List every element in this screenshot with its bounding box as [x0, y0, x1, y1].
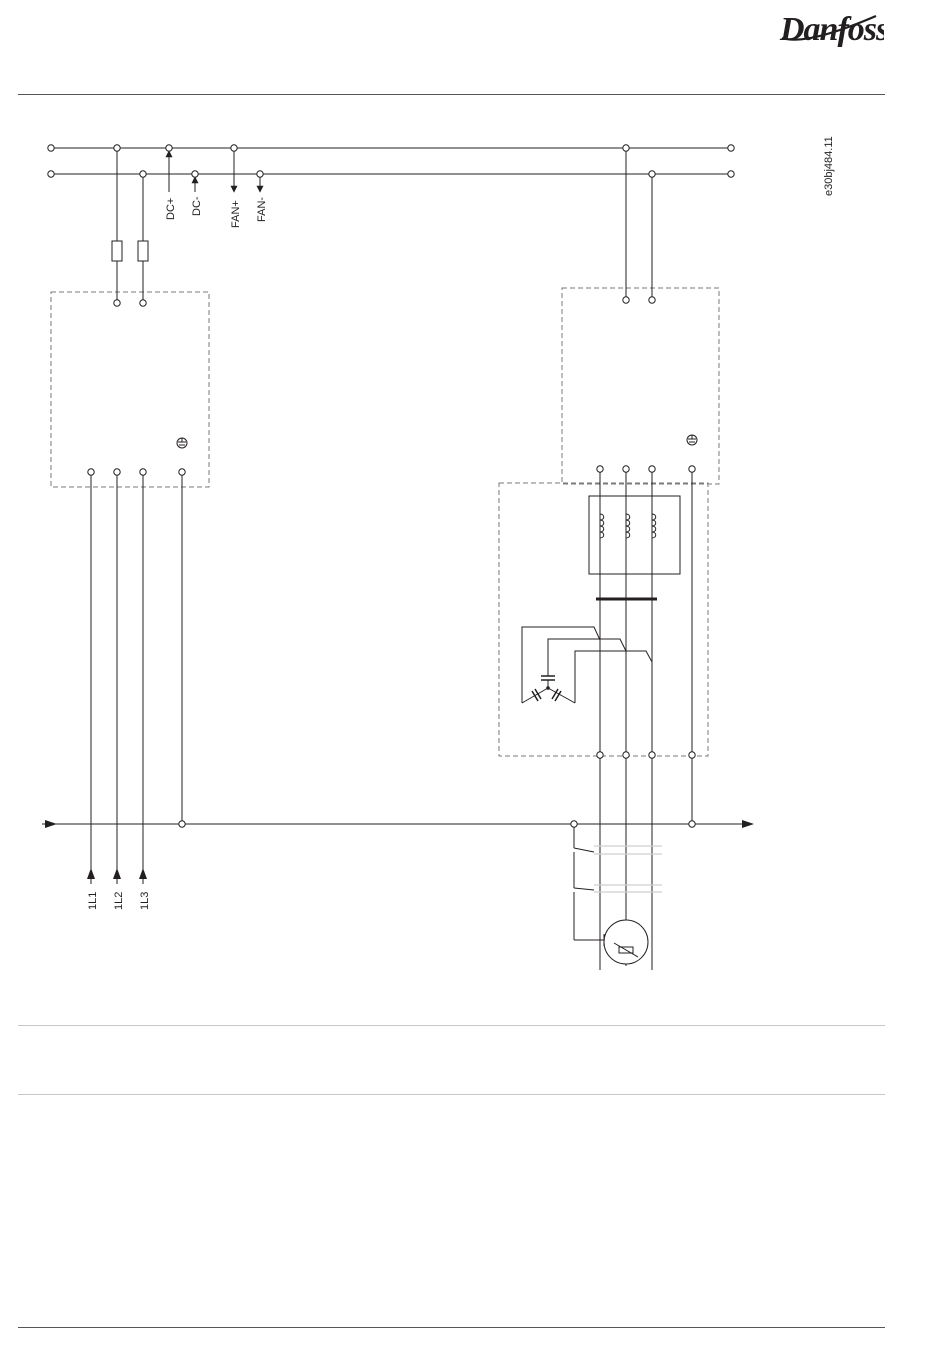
rectifier-module: [51, 151, 209, 487]
dc-fan-taps: [169, 151, 260, 192]
ground-icon: [177, 438, 187, 448]
diagram-ref-code: e30bj484.11: [823, 136, 835, 196]
mains-label-1l3: 1L3: [139, 892, 151, 910]
mains-inputs: [87, 475, 182, 884]
dc-minus-label: DC-: [191, 196, 203, 216]
motor-icon: [600, 920, 652, 970]
dc-bus: [48, 145, 734, 177]
capacitor-network: [522, 627, 652, 703]
fan-minus-label: FAN-: [256, 197, 268, 222]
dc-plus-label: DC+: [165, 198, 177, 220]
mains-label-1l1: 1L1: [87, 892, 99, 910]
ground-icon: [687, 435, 697, 445]
fuse-icon: [138, 241, 148, 261]
protective-earth-line: [42, 820, 754, 828]
inductor-icon: [600, 514, 656, 538]
inverter-module: [562, 151, 719, 484]
fan-plus-label: FAN+: [230, 200, 242, 228]
fuse-icon: [112, 241, 122, 261]
mains-label-1l2: 1L2: [113, 892, 125, 910]
